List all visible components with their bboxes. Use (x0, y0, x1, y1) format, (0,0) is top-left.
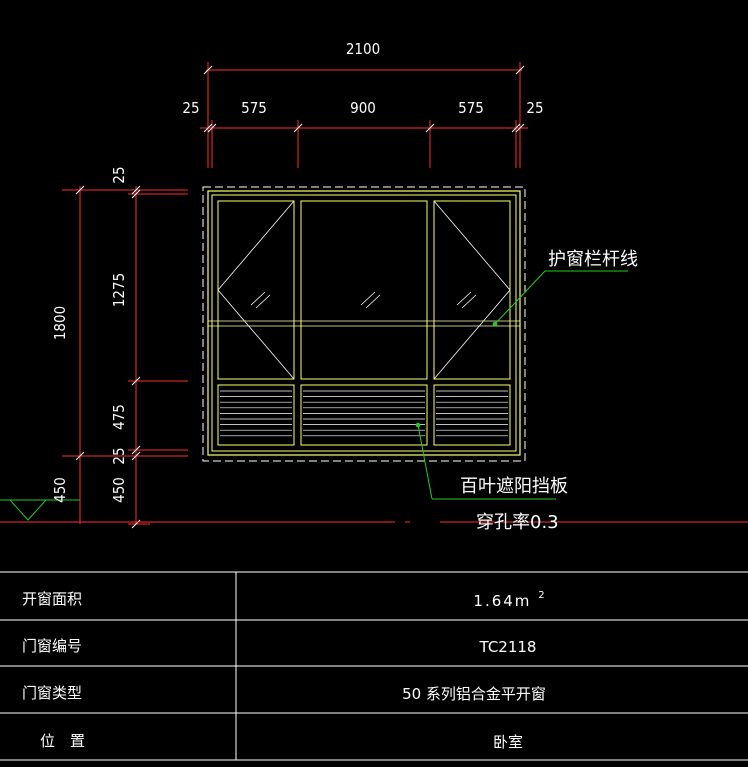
dim-total-height: 1800 (51, 306, 69, 340)
dim-total-width: 2100 (346, 40, 380, 58)
table-row: 开窗面积 1.64m 2 (22, 590, 546, 610)
dim-left-panel: 575 (241, 99, 267, 117)
row-value: 卧室 (493, 733, 523, 751)
info-table: 开窗面积 1.64m 2 门窗编号 TC2118 门窗类型 50 系列铝合金平开… (22, 590, 546, 751)
table-row: 位 置 卧室 (40, 732, 523, 751)
dim-sill-height: 450 (110, 477, 128, 503)
row-value: 1.64m 2 (473, 590, 546, 610)
dim-right-margin: 25 (526, 99, 543, 117)
area-value: 1.64m (473, 592, 531, 610)
dim-bottom-margin: 25 (110, 447, 128, 464)
row-label: 门窗类型 (22, 684, 82, 702)
dim-top-margin: 25 (110, 166, 128, 183)
row-label: 开窗面积 (22, 590, 82, 608)
dim-right-panel: 575 (458, 99, 484, 117)
info-table-grid (0, 571, 748, 761)
perforation-label: 穿孔率0.3 (476, 512, 559, 533)
elevation-marker-value: 450 (51, 477, 69, 503)
dim-lower-height: 475 (110, 404, 128, 430)
table-row: 门窗编号 TC2118 (22, 637, 536, 656)
row-value: TC2118 (479, 638, 537, 656)
guard-rail-leader (492, 270, 628, 327)
horizontal-dimensions (200, 62, 528, 168)
window-frame (202, 186, 526, 462)
row-value: 50 系列铝合金平开窗 (402, 685, 546, 703)
louver-leader (415, 422, 556, 500)
row-label: 门窗编号 (22, 637, 82, 655)
area-exponent: 2 (538, 590, 546, 601)
dim-upper-height: 1275 (110, 273, 128, 307)
guard-rail-label: 护窗栏杆线 (548, 249, 638, 270)
dim-center-panel: 900 (350, 99, 376, 117)
vertical-dimensions (62, 185, 188, 529)
table-row: 门窗类型 50 系列铝合金平开窗 (22, 684, 546, 703)
dim-left-margin: 25 (182, 99, 199, 117)
louver-label: 百叶遮阳挡板 (460, 476, 568, 497)
row-label: 位 置 (40, 732, 85, 750)
